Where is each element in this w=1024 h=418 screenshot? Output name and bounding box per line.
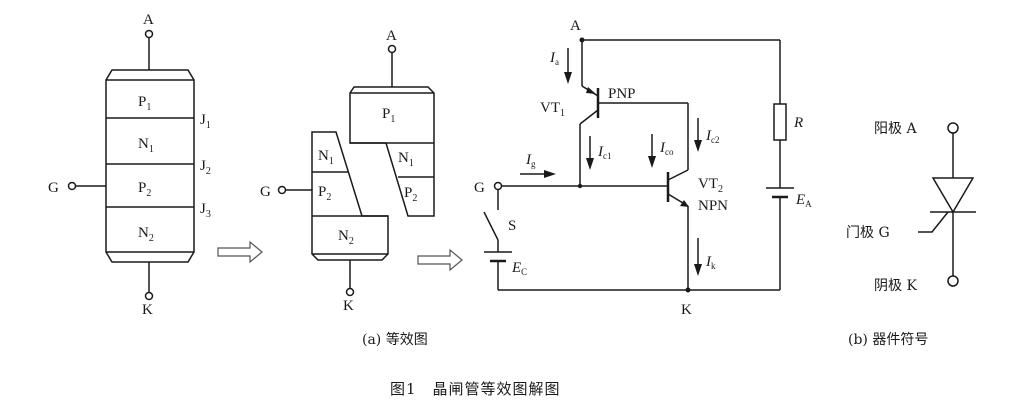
switch-s: [483, 211, 499, 241]
ico-label: Ico: [659, 140, 674, 157]
circuit-cathode-label: K: [681, 302, 692, 318]
gate-terminal: [67, 181, 77, 191]
eq-bot-n2-label: N2: [338, 228, 354, 247]
pnp-collector: [579, 109, 599, 125]
eq-anode-terminal: [387, 44, 397, 54]
npn-type-label: NPN: [698, 198, 728, 214]
npn-emitter-arrow: [680, 200, 689, 207]
layer-p2-label: P2: [138, 180, 151, 199]
pnp-emitter-arrow: [586, 87, 596, 94]
battery-ec-label: EC: [511, 260, 527, 277]
circuit-anode-label: A: [570, 18, 581, 34]
transform-arrow-2: [417, 248, 463, 272]
four-layer-structure: A P1 N1 P2 N2 J1 J2 J3 G K: [48, 12, 211, 318]
eq-top-n1-label: N1: [398, 150, 414, 169]
eq-cathode-label: K: [343, 298, 354, 314]
symbol-cathode-label: 阴极 K: [874, 278, 917, 294]
cathode-terminal: [144, 291, 154, 301]
layer-n1-label: N1: [138, 136, 154, 155]
eq-bot-n1-label: N1: [318, 148, 334, 167]
ik-arrow-head: [694, 264, 702, 276]
ia-arrow-head: [564, 72, 572, 84]
circuit-gate-label: G: [474, 180, 485, 196]
resistor-r: [773, 103, 787, 141]
ic2-label: Ic2: [705, 128, 720, 145]
eq-top-p2-label: P2: [404, 185, 417, 204]
eq-cathode-terminal: [345, 287, 355, 297]
eq-gate-label: G: [260, 184, 271, 200]
two-transistor-circuit: A R EA K PNP VT1 G: [474, 18, 812, 318]
gate-junction-node: [577, 183, 583, 189]
symbol-gate-label: 门极 G: [846, 225, 890, 241]
ia-label: Ia: [549, 50, 559, 67]
symbol-anode-terminal: [947, 122, 959, 134]
switch-label: S: [508, 218, 516, 234]
symbol-gate-lead: [918, 211, 949, 233]
junction-j3-label: J3: [200, 201, 211, 220]
ic1-label: Ic1: [597, 144, 612, 161]
cathode-label: K: [142, 302, 153, 318]
resistor-label: R: [793, 115, 803, 131]
ig-arrow-head: [544, 170, 556, 178]
caption-symbol: (b) 器件符号: [848, 332, 928, 348]
eq-gate-terminal: [277, 185, 287, 195]
vt1-label: VT1: [540, 100, 565, 119]
junction-j1-label: J1: [200, 112, 211, 131]
transform-arrow-1: [217, 240, 263, 264]
ig-label: Ig: [525, 152, 536, 169]
figure-title: 图1 晶闸管等效图解图: [390, 380, 561, 398]
pnp-type-label: PNP: [608, 86, 636, 102]
symbol-anode-label: 阳极 A: [874, 121, 917, 137]
npn-collector: [667, 169, 689, 181]
ic1-arrow-head: [586, 158, 594, 170]
thyristor-symbol: 阳极 A 门极 G 阴极 K: [846, 121, 976, 294]
anode-terminal: [144, 29, 154, 39]
junction-j2-label: J2: [200, 158, 211, 177]
symbol-cathode-terminal: [947, 275, 959, 287]
eq-top-p1-label: P1: [382, 106, 395, 125]
layer-p1-label: P1: [138, 94, 151, 113]
caption-equivalent: (a) 等效图: [362, 331, 428, 348]
symbol-diode-triangle: [931, 177, 975, 214]
ic2-arrow-head: [694, 140, 702, 152]
layer-n2-label: N2: [138, 225, 154, 244]
pnp-block: [349, 86, 435, 217]
gate-label: G: [48, 180, 59, 196]
eq-anode-label: A: [386, 28, 397, 44]
eq-bot-p2-label: P2: [318, 184, 331, 203]
vt2-label: VT2: [698, 176, 723, 195]
split-structure: A P1 N1 P2 N1 P2 N2 G K: [260, 28, 435, 314]
battery-ea-label: EA: [795, 192, 812, 209]
ico-arrow-head: [648, 156, 656, 168]
circuit-gate-terminal: [493, 181, 503, 191]
anode-label: A: [143, 12, 154, 28]
ik-label: Ik: [705, 254, 716, 271]
